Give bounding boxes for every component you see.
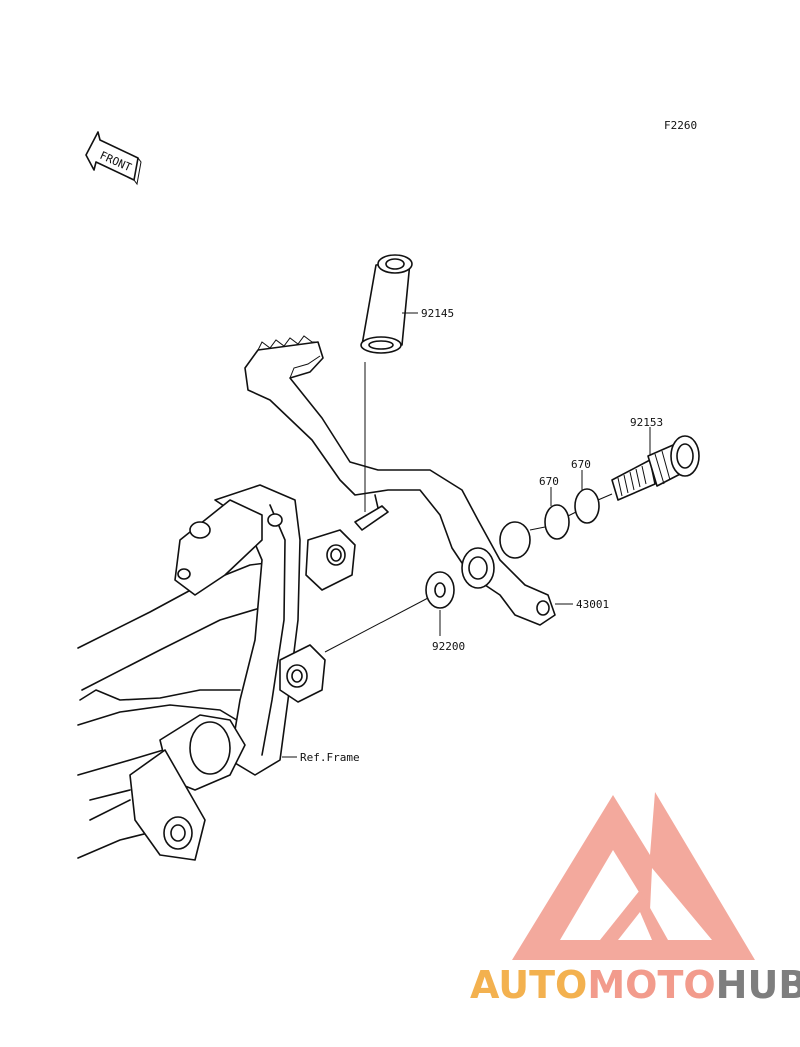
label-670-left: 670 — [539, 475, 559, 488]
label-ref-frame: Ref.Frame — [300, 751, 360, 764]
watermark-logo-icon — [512, 792, 755, 960]
front-arrow-icon: FRONT — [85, 131, 142, 186]
label-92153: 92153 — [630, 416, 663, 429]
figure-code: F2260 — [664, 119, 697, 132]
frame-drawing — [77, 484, 356, 861]
o-rings-drawing — [529, 488, 613, 540]
label-92200: 92200 — [432, 640, 465, 653]
watermark-text: AUTOMOTOHUB — [470, 963, 800, 1007]
washer-drawing — [324, 571, 455, 653]
pivot-bolt-drawing — [611, 435, 700, 501]
brake-pedal-drawing — [244, 335, 556, 626]
label-92145: 92145 — [421, 307, 454, 320]
leader-lines — [282, 312, 651, 758]
spring-drawing — [360, 254, 413, 512]
label-670-right: 670 — [571, 458, 591, 471]
label-43001: 43001 — [576, 598, 609, 611]
